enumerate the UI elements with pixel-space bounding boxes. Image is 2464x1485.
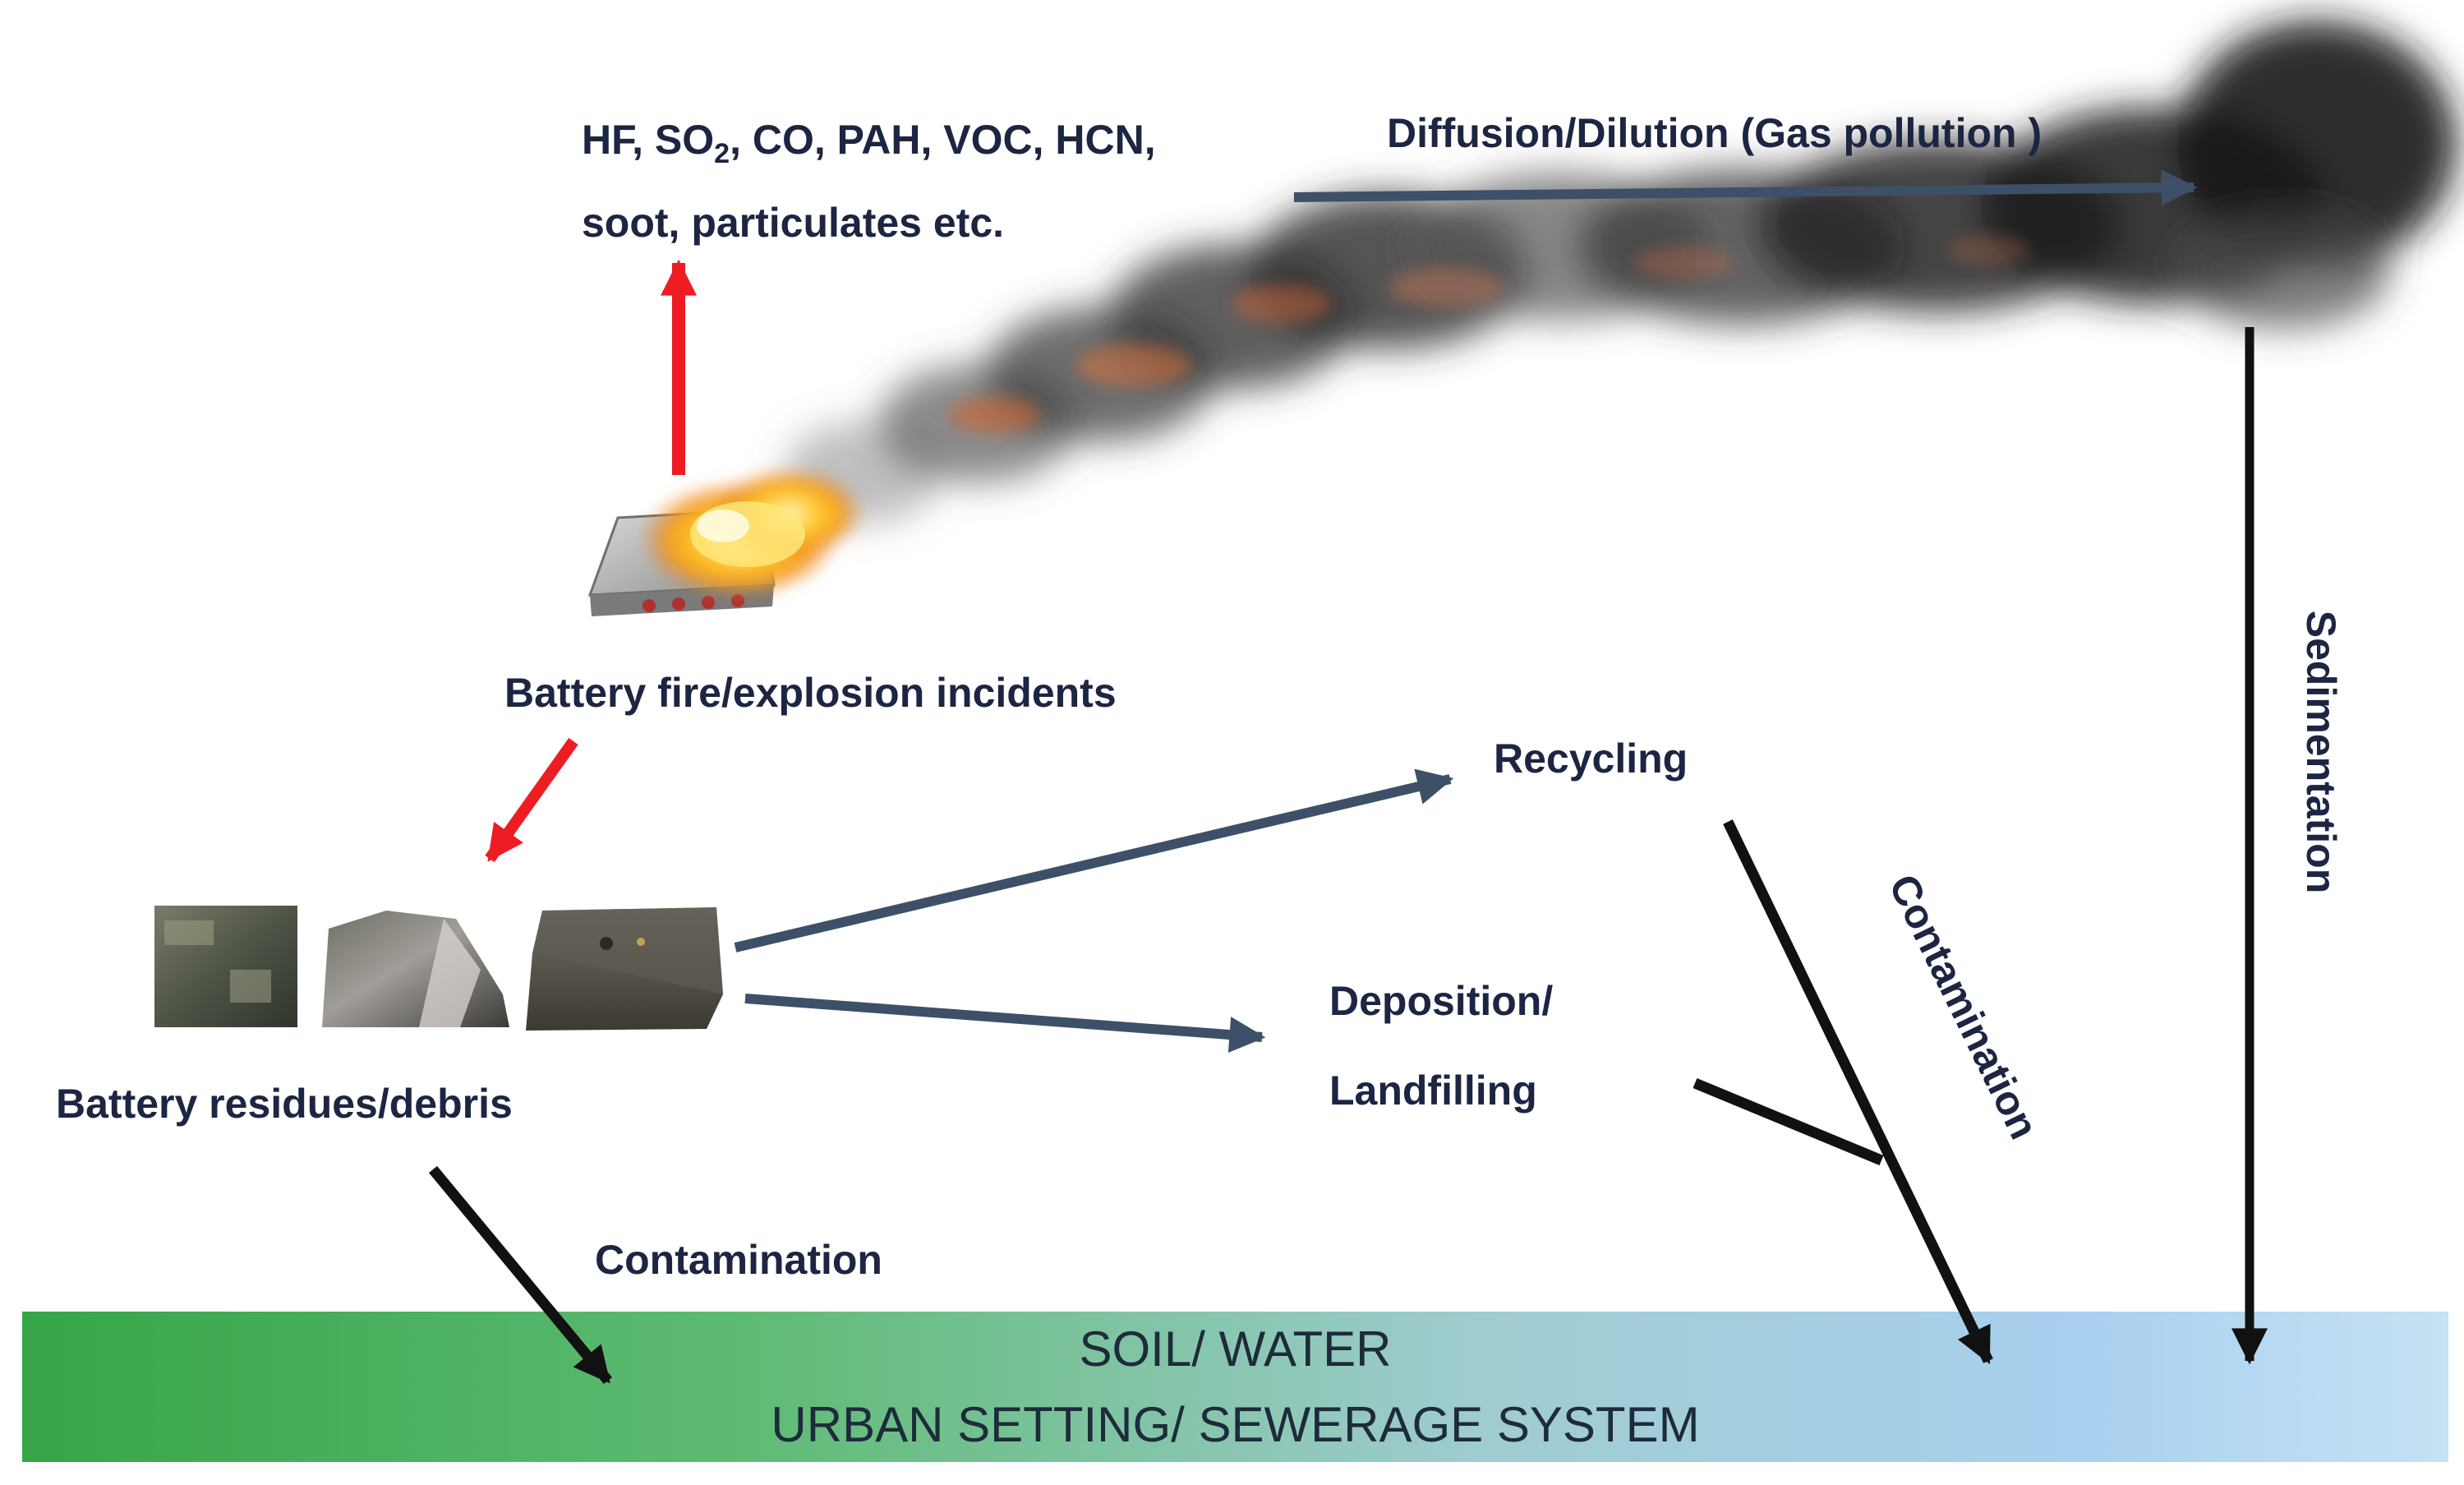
deposition-arrow <box>744 994 1266 1053</box>
emissions-line-2: soot, particulates etc. <box>582 200 1005 246</box>
deposition-label: Deposition/ <box>1329 978 1554 1024</box>
ground-band <box>22 1312 2448 1462</box>
diffusion-label: Diffusion/Dilution (Gas pollution ) <box>1387 110 2043 156</box>
landfilling-label: Landfilling <box>1329 1068 1537 1114</box>
landfill-contamination-line <box>1693 1077 1884 1166</box>
recycling-label: Recycling <box>1494 736 1688 782</box>
smoke-plume <box>785 21 2457 523</box>
residues-label: Battery residues/debris <box>56 1081 513 1127</box>
ground-line-2: URBAN SETTING/ SEWERAGE SYSTEM <box>771 1397 1700 1452</box>
residue-contamination-arrow <box>428 1165 613 1385</box>
emissions-line-1: HF, SO2, CO, PAH, VOC, HCN, <box>582 117 1156 169</box>
fire-to-residues-arrow <box>485 737 578 863</box>
ground-line-1: SOIL/ WATER <box>1079 1321 1392 1377</box>
diffusion-arrow <box>1293 169 2198 206</box>
burning-battery-icon <box>587 464 863 616</box>
battery-debris-icon <box>154 906 723 1031</box>
contamination-left-label: Contamination <box>595 1237 882 1283</box>
recycling-arrow <box>734 768 1454 952</box>
sedimentation-label: Sedimentation <box>2298 610 2344 894</box>
recycling-contamination-arrow <box>1723 819 1993 1364</box>
fire-label: Battery fire/explosion incidents <box>504 670 1117 716</box>
